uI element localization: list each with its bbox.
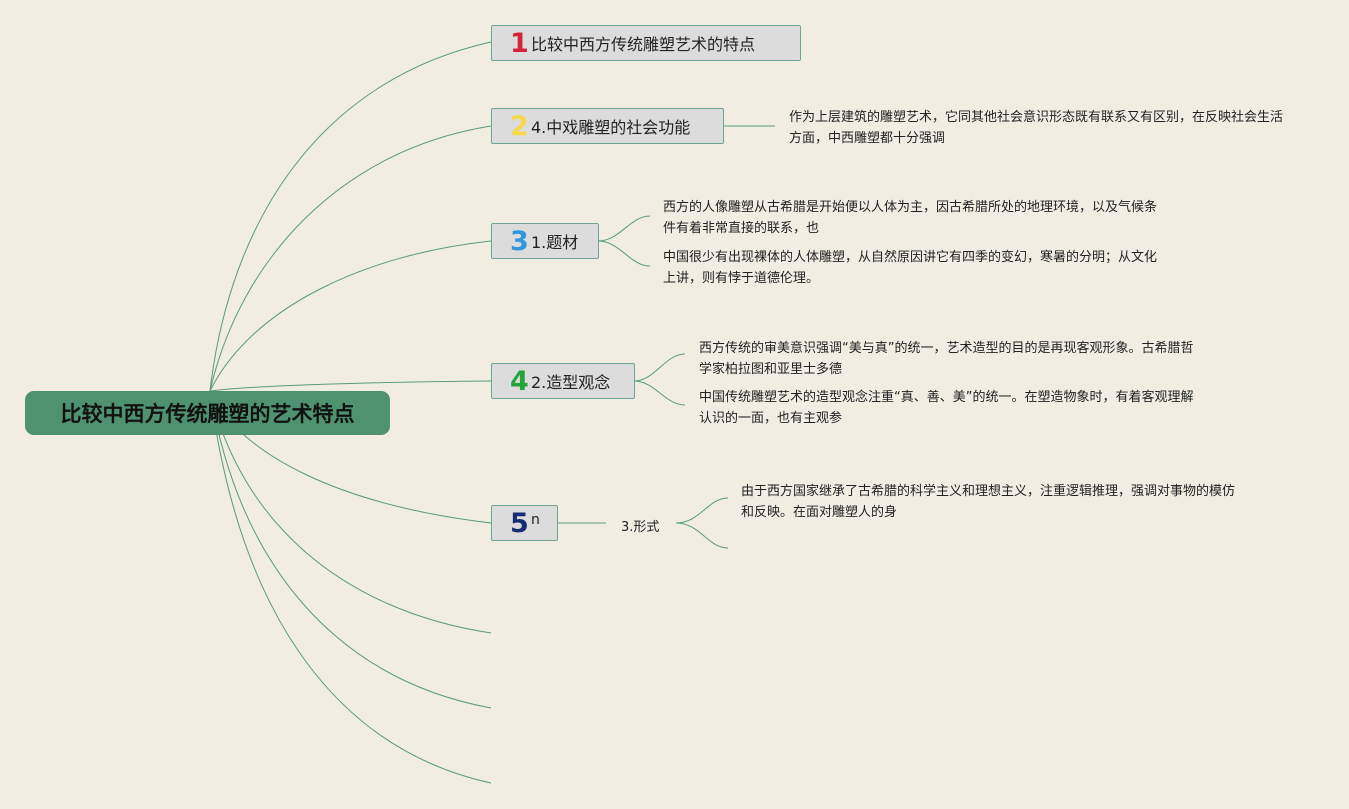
link-root-empty1 <box>209 390 492 634</box>
link-form-upper <box>675 497 729 524</box>
form-label[interactable]: 3.形式 <box>621 520 660 535</box>
link-branch3-lower <box>597 240 651 267</box>
branch-5[interactable]: 5 n <box>491 505 558 541</box>
connector-lines <box>209 41 775 784</box>
number-3-icon: 3 <box>510 225 529 257</box>
link-root-empty3 <box>209 390 492 784</box>
branch-4[interactable]: 4 2.造型观念 <box>491 363 635 399</box>
note-form-west[interactable]: 由于西方国家继承了古希腊的科学主义和理想主义，注重逻辑推理，强调对事物的模仿和反… <box>741 484 1236 520</box>
number-1-icon: 1 <box>510 27 529 59</box>
link-branch4-lower <box>633 380 686 406</box>
branch-2[interactable]: 2 4.中戏雕塑的社会功能 <box>491 108 724 144</box>
note-concept-china[interactable]: 中国传统雕塑艺术的造型观念注重“真、善、美”的统一。在塑造物象时，有着客观理解认… <box>699 390 1194 426</box>
link-branch3-upper <box>597 215 651 242</box>
note-social-function[interactable]: 作为上层建筑的雕塑艺术，它同其他社会意识形态既有联系又有区别，在反映社会生活方面… <box>789 110 1284 146</box>
branch-2-label: 4.中戏雕塑的社会功能 <box>531 118 691 137</box>
root-topic[interactable]: 比较中西方传统雕塑的艺术特点 <box>25 391 390 435</box>
note-subject-china[interactable]: 中国很少有出现裸体的人体雕塑，从自然原因讲它有四季的变幻，寒暑的分明；从文化上讲… <box>663 250 1158 286</box>
branch-1[interactable]: 1 比较中西方传统雕塑艺术的特点 <box>491 25 801 61</box>
note-subject-west[interactable]: 西方的人像雕塑从古希腊是开始便以人体为主，因古希腊所处的地理环境，以及气候条件有… <box>663 200 1158 236</box>
number-2-icon: 2 <box>510 110 529 142</box>
link-root-branch4 <box>209 380 492 392</box>
link-form-lower <box>675 522 729 549</box>
branch-3[interactable]: 3 1.题材 <box>491 223 599 259</box>
link-root-branch2 <box>209 125 492 392</box>
branch-1-label: 比较中西方传统雕塑艺术的特点 <box>531 35 756 54</box>
link-root-branch3 <box>209 240 492 392</box>
number-4-icon: 4 <box>510 365 529 397</box>
branch-3-label: 1.题材 <box>531 233 579 252</box>
link-branch4-upper <box>633 353 686 382</box>
link-root-empty2 <box>209 390 492 709</box>
branch-5-label: n <box>531 512 540 528</box>
note-concept-west[interactable]: 西方传统的审美意识强调“美与真”的统一，艺术造型的目的是再现客观形象。古希腊哲学… <box>699 341 1194 377</box>
number-5-icon: 5 <box>510 507 529 539</box>
branch-4-label: 2.造型观念 <box>531 373 611 392</box>
link-root-branch1 <box>209 41 492 392</box>
